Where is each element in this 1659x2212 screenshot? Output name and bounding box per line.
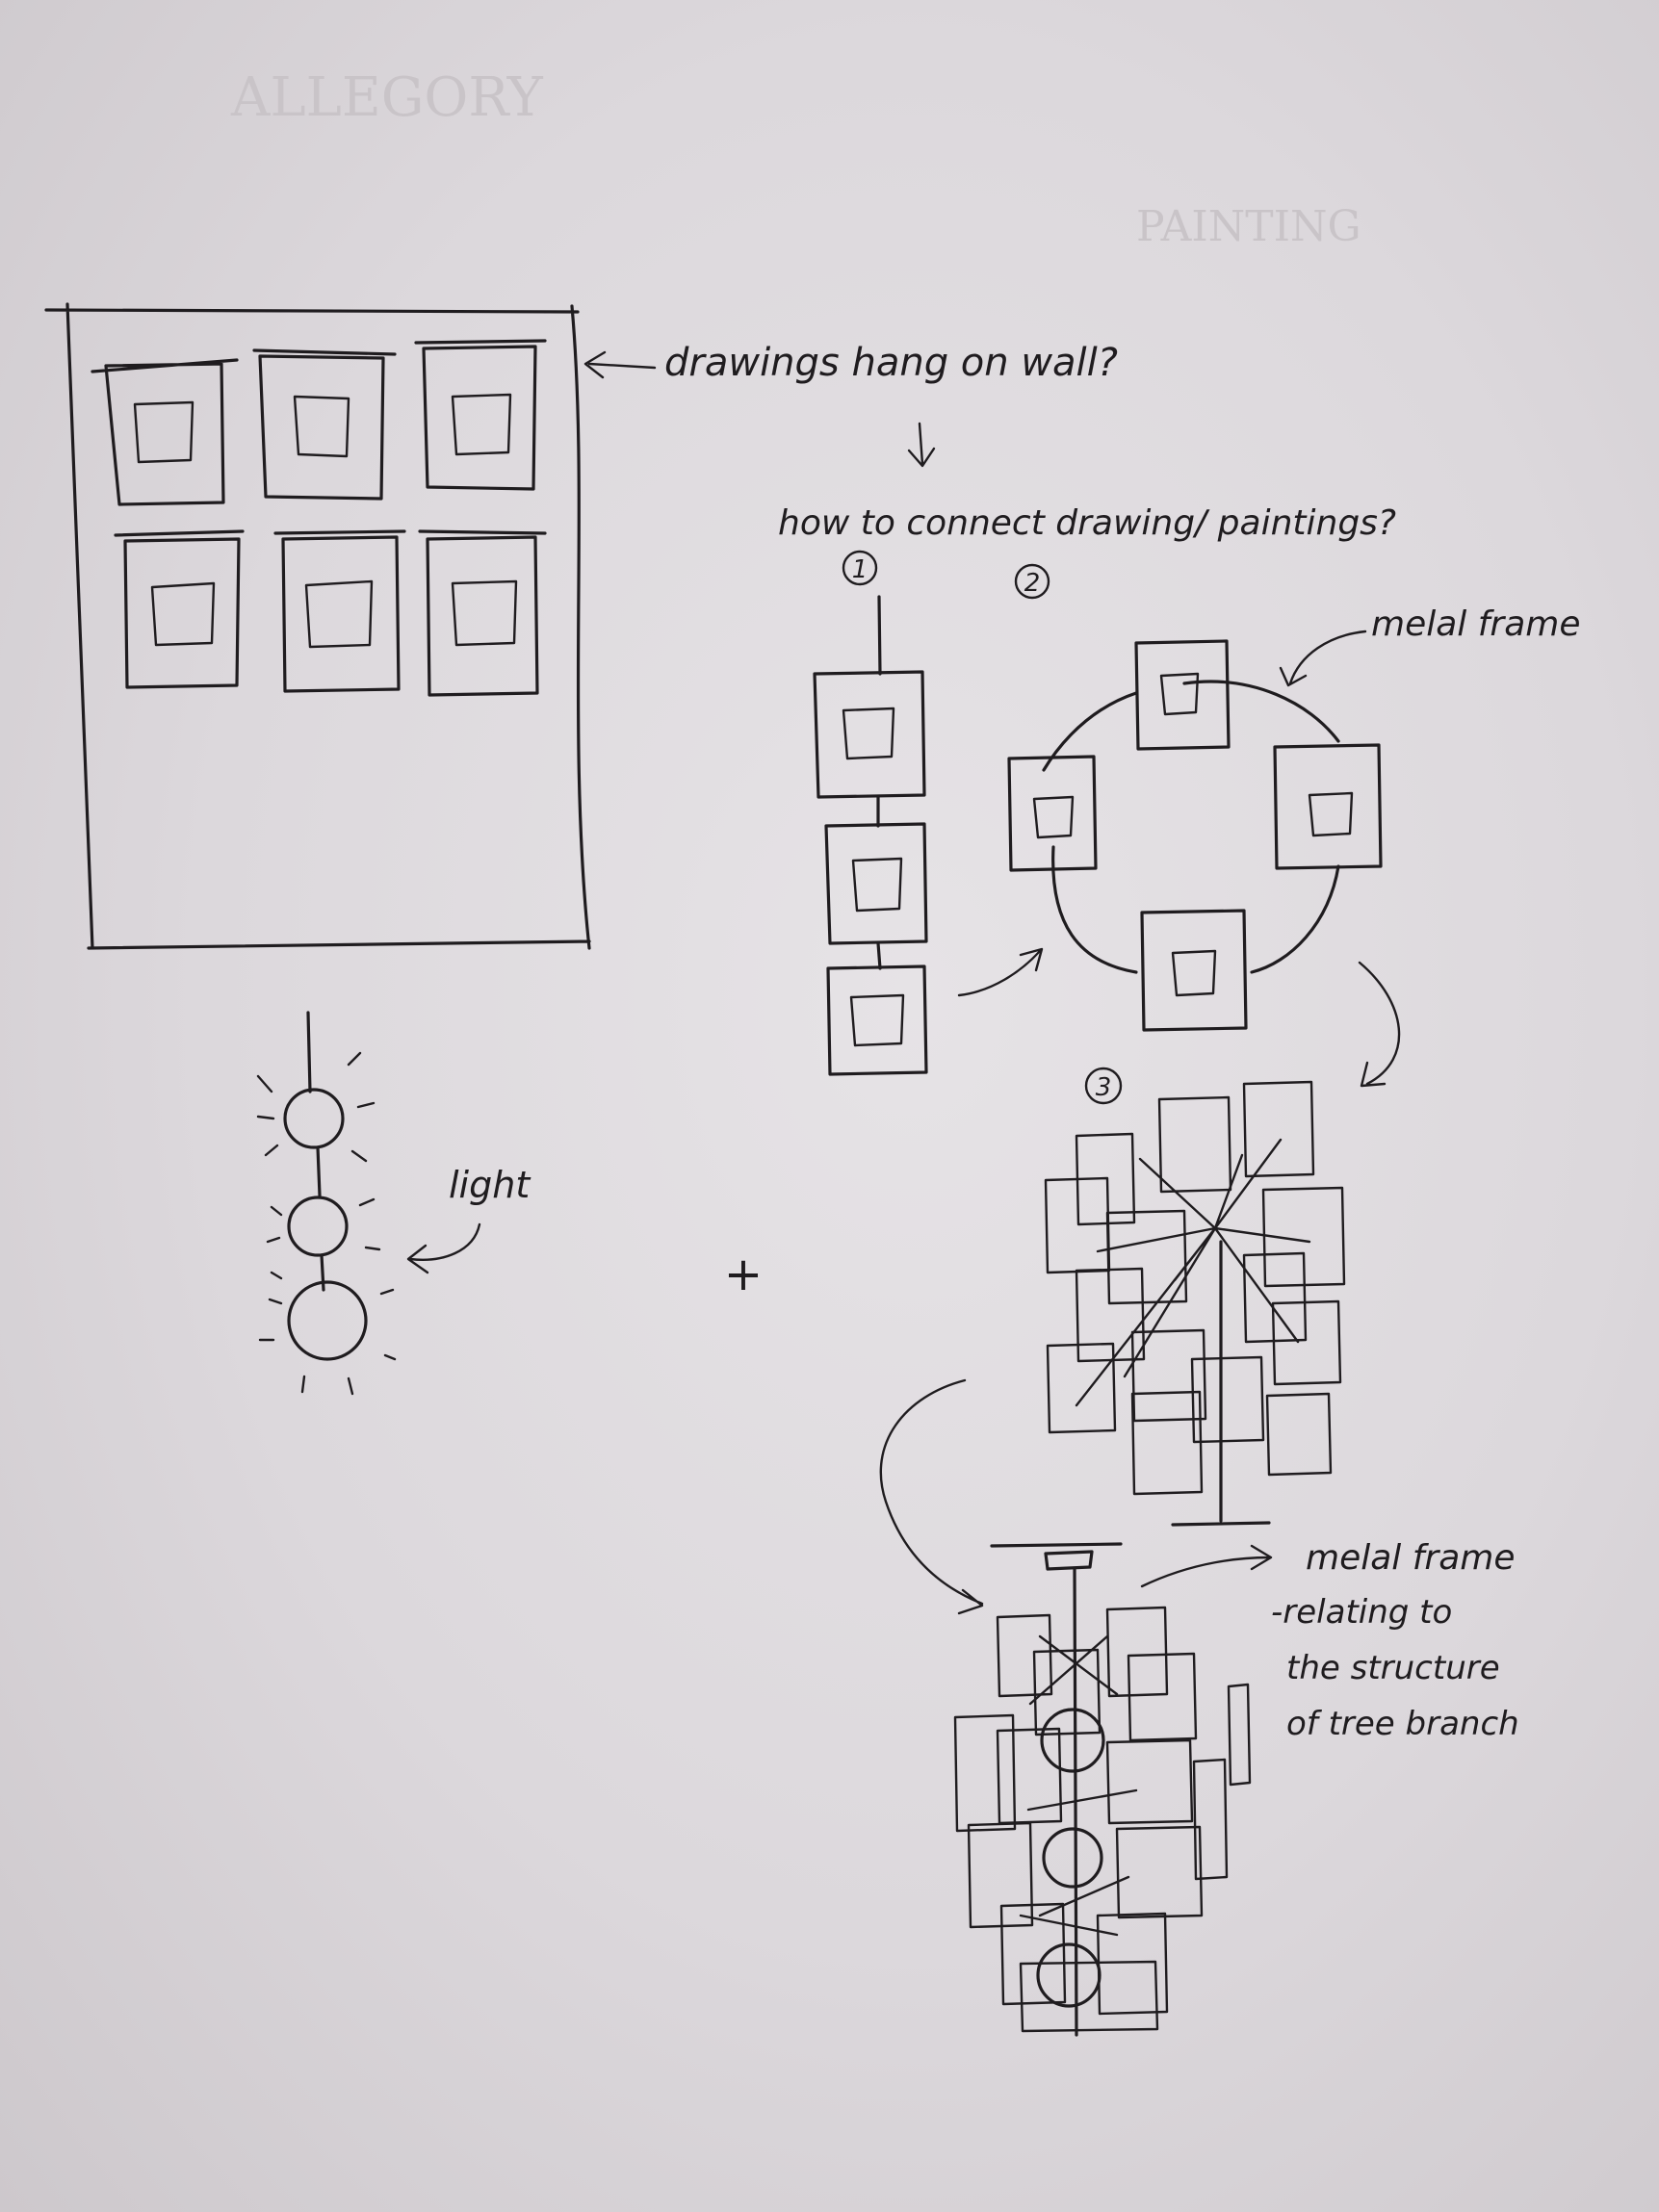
tree-cluster-sketch (1044, 1080, 1346, 1527)
ghost-text-1: ALLEGORY (230, 66, 544, 129)
option-2-circle (1014, 563, 1050, 600)
option-3-circle (1084, 1067, 1123, 1105)
light-pendant-sketch (256, 1011, 397, 1396)
wall-frame (114, 529, 245, 689)
wall-frame (252, 348, 397, 501)
option-1-circle (842, 550, 878, 586)
metal-frame-label-top: melal frame (1371, 604, 1580, 644)
arrow-down-icon (907, 422, 936, 468)
arrow-curve-icon (957, 947, 1044, 997)
wall-frame (418, 529, 547, 697)
ring-frame-sketch (1007, 639, 1383, 1032)
arrow-curve-icon (406, 1222, 481, 1274)
arrow-curve-icon (879, 1378, 984, 1615)
note-line-2: the structure (1286, 1649, 1500, 1687)
option-3-label: 3 (1096, 1073, 1112, 1102)
ghost-text-2: PAINTING (1136, 202, 1361, 251)
arrow-right-icon (1140, 1544, 1273, 1588)
option-2-label: 2 (1024, 569, 1041, 598)
arrow-curve-icon (1279, 630, 1367, 687)
note-line-1: -relating to (1271, 1593, 1452, 1632)
option-1-label: 1 (852, 555, 868, 584)
light-label: light (449, 1164, 531, 1206)
vertical-chain-sketch (813, 595, 928, 1076)
wall-frame (273, 529, 406, 693)
wall-label: drawings hang on wall? (664, 341, 1118, 385)
wall-frame (91, 358, 239, 506)
plus-sign: + (724, 1247, 763, 1301)
question-label: how to connect drawing/ paintings? (778, 503, 1396, 543)
chandelier-sketch (953, 1542, 1252, 2037)
wall-sketch (44, 302, 591, 950)
arrow-curve-icon (1358, 961, 1401, 1088)
metal-frame-label-bottom: melal frame (1306, 1538, 1515, 1578)
note-line-3: of tree branch (1286, 1705, 1519, 1743)
wall-frame (414, 339, 547, 491)
arrow-left-icon (583, 350, 657, 379)
